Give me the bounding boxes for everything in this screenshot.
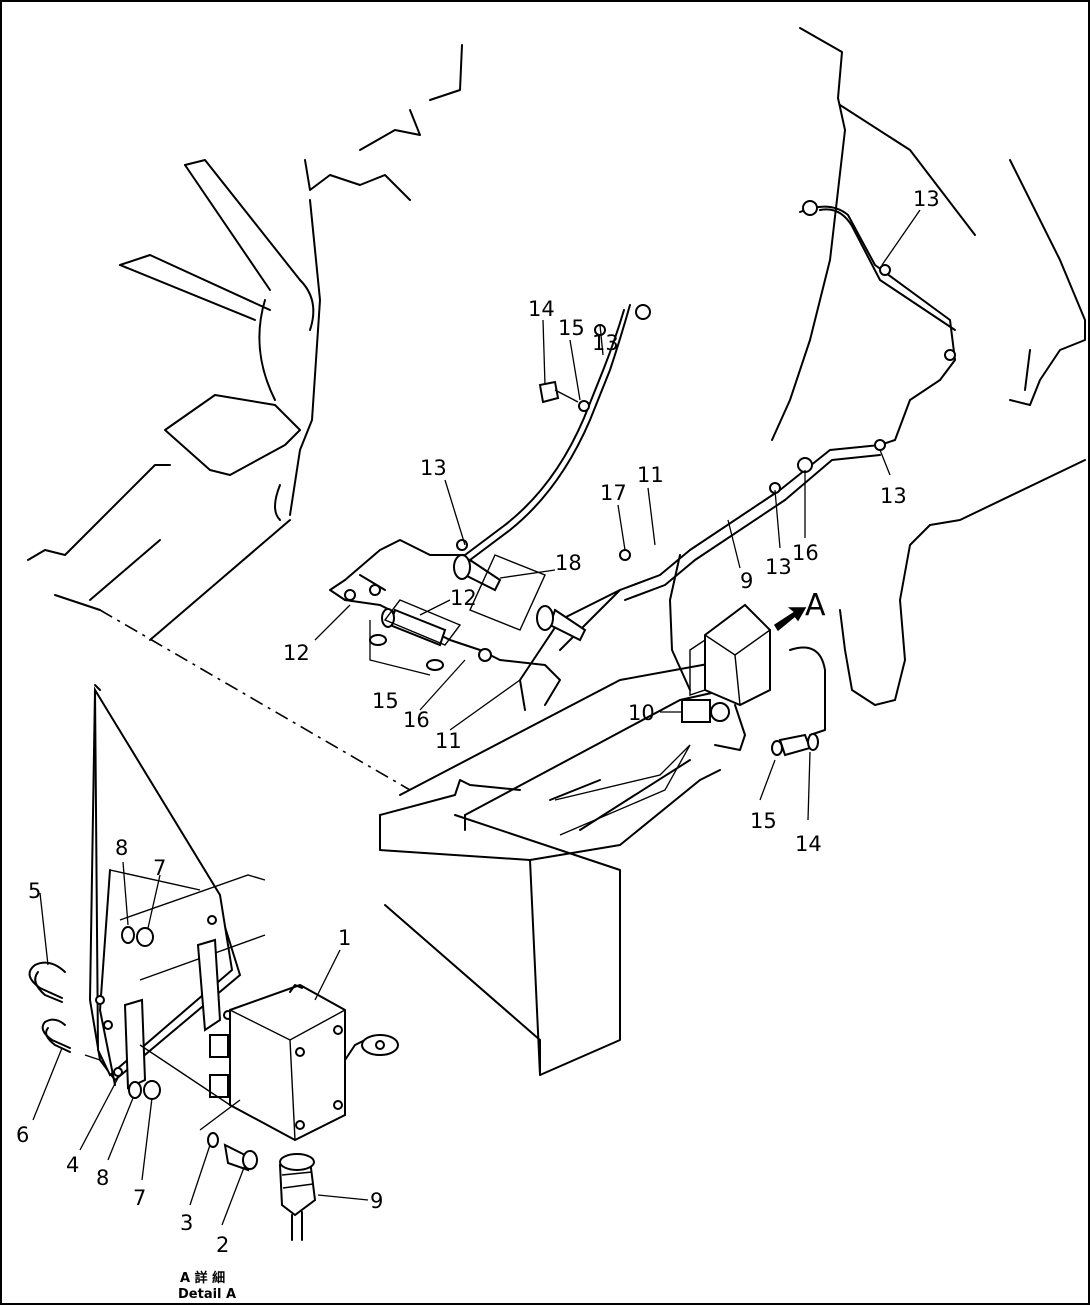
callout-15-top: 15 bbox=[558, 316, 585, 340]
callout-12-right: 12 bbox=[450, 586, 477, 610]
callout-13-far-right: 13 bbox=[880, 484, 907, 508]
detail-callout-5: 5 bbox=[28, 879, 41, 903]
callout-labels: 13 14 15 13 13 17 11 18 12 12 15 16 11 9… bbox=[283, 187, 940, 856]
callout-16-right: 16 bbox=[792, 541, 819, 565]
callout-11-bottom: 11 bbox=[435, 729, 462, 753]
callout-11-top: 11 bbox=[637, 463, 664, 487]
callout-9-mid: 9 bbox=[740, 569, 753, 593]
wiring-harness bbox=[329, 200, 956, 711]
detail-callout-labels: 1 2 3 4 5 6 7 8 7 8 9 bbox=[16, 836, 383, 1257]
callout-13-top-right: 13 bbox=[913, 187, 940, 211]
callout-13-lower: 13 bbox=[765, 555, 792, 579]
detail-callout-1: 1 bbox=[338, 926, 351, 950]
detail-callout-8-bottom: 8 bbox=[96, 1166, 109, 1190]
callout-18: 18 bbox=[555, 551, 582, 575]
detail-callout-6: 6 bbox=[16, 1123, 29, 1147]
detail-callout-4: 4 bbox=[66, 1153, 79, 1177]
machine-body-outline bbox=[27, 27, 1086, 791]
detail-callout-7-top: 7 bbox=[153, 856, 166, 880]
callout-10: 10 bbox=[628, 701, 655, 725]
detail-callout-8-top: 8 bbox=[115, 836, 128, 860]
leader-lines bbox=[314, 209, 921, 836]
view-label-a: A bbox=[805, 588, 826, 623]
callout-12-left: 12 bbox=[283, 641, 310, 665]
detail-callout-3: 3 bbox=[180, 1211, 193, 1235]
callout-14-top: 14 bbox=[528, 297, 555, 321]
detail-caption: A 詳 細 Detail A bbox=[178, 1270, 236, 1302]
relay-box bbox=[681, 603, 819, 757]
caption-japanese: A 詳 細 bbox=[180, 1270, 225, 1286]
callout-14-right: 14 bbox=[795, 832, 822, 856]
callout-15-right: 15 bbox=[750, 809, 777, 833]
detail-callout-7-bottom: 7 bbox=[133, 1186, 146, 1210]
callout-13-left: 13 bbox=[420, 456, 447, 480]
detail-callout-9: 9 bbox=[370, 1189, 383, 1213]
callout-17: 17 bbox=[600, 481, 627, 505]
detail-a-drawing bbox=[28, 684, 399, 1241]
detail-callout-2: 2 bbox=[216, 1233, 229, 1257]
callout-16-left: 16 bbox=[403, 708, 430, 732]
caption-english: Detail A bbox=[178, 1287, 236, 1302]
callout-13-mid: 13 bbox=[592, 331, 619, 355]
frame-beam bbox=[379, 659, 771, 1076]
callout-15-left: 15 bbox=[372, 689, 399, 713]
detail-leader-lines bbox=[32, 861, 369, 1226]
harness-components bbox=[344, 264, 956, 671]
